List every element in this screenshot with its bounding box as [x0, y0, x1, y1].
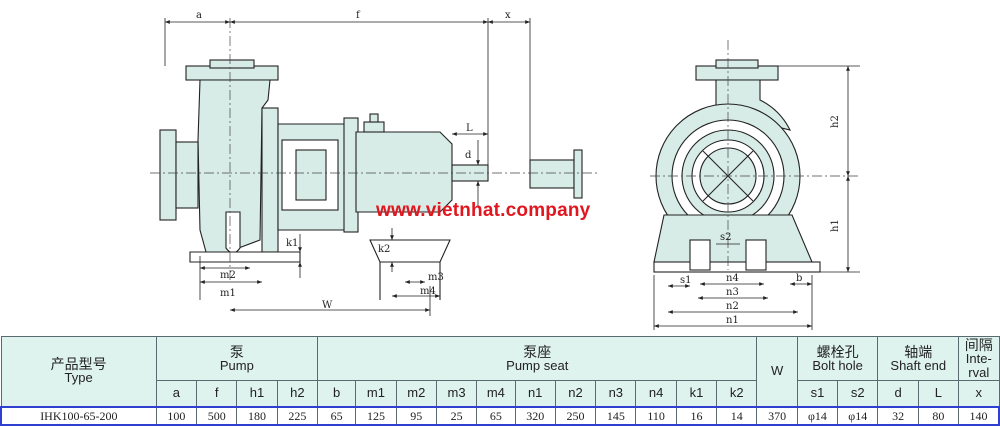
- cell-n4: 110: [635, 405, 677, 426]
- cell-s1: φ14: [796, 405, 839, 426]
- watermark-text: www.vietnhat.company: [376, 200, 591, 221]
- dim-label-x: x: [505, 10, 511, 21]
- cell-f: 500: [196, 405, 238, 426]
- sub-h2: h2: [276, 380, 319, 407]
- cell-n1: 320: [514, 405, 556, 426]
- sub-L: L: [917, 380, 960, 407]
- cell-m3: 25: [435, 405, 478, 426]
- side-dimension-lines: [164, 18, 531, 316]
- front-dimension-lines: [653, 65, 860, 330]
- table-row: IHK100-65-200 100 500 180 225 65 125 95 …: [0, 405, 1000, 426]
- dim-label-k2: k2: [378, 244, 390, 255]
- cell-h1: 180: [236, 405, 278, 426]
- dim-label-a: a: [196, 10, 202, 21]
- dim-label-m1: m1: [220, 288, 236, 299]
- cell-L: 80: [917, 405, 960, 426]
- cell-m1: 125: [355, 405, 397, 426]
- cell-k1: 16: [675, 405, 718, 426]
- sub-b: b: [316, 380, 357, 407]
- sub-x: x: [958, 380, 1000, 407]
- sub-n2: n2: [554, 380, 597, 407]
- cell-k2: 14: [716, 405, 758, 426]
- cell-a: 100: [155, 405, 198, 426]
- dim-label-k1: k1: [286, 238, 298, 249]
- front-view: [653, 59, 821, 273]
- cell-h2: 225: [276, 405, 319, 426]
- side-view: [159, 59, 583, 300]
- sub-k1: k1: [675, 380, 718, 407]
- dim-label-h2: h2: [830, 115, 841, 128]
- sub-m3: m3: [435, 380, 478, 407]
- dim-label-n2: n2: [726, 301, 739, 312]
- sub-n4: n4: [635, 380, 677, 407]
- dim-label-n3: n3: [726, 287, 739, 298]
- dim-label-m4: m4: [420, 286, 436, 297]
- dim-label-n1: n1: [726, 315, 739, 326]
- cell-n2: 250: [554, 405, 597, 426]
- dim-label-w: W: [322, 300, 333, 311]
- dim-label-h1: h1: [830, 219, 841, 232]
- sub-n3: n3: [595, 380, 637, 407]
- cell-type: IHK100-65-200: [0, 405, 157, 426]
- sub-m4: m4: [476, 380, 516, 407]
- dim-label-m2: m2: [220, 270, 236, 281]
- cell-d: 32: [877, 405, 919, 426]
- cell-m2: 95: [395, 405, 437, 426]
- cell-w: 370: [756, 405, 798, 426]
- sub-s2: s2: [837, 380, 879, 407]
- header-w: W: [756, 336, 798, 407]
- cell-x: 140: [958, 405, 1000, 426]
- cell-s2: φ14: [837, 405, 879, 426]
- sub-h1: h1: [236, 380, 278, 407]
- sub-m1: m1: [355, 380, 397, 407]
- dim-label-s2: s2: [720, 232, 732, 243]
- cell-n3: 145: [595, 405, 637, 426]
- cell-m4: 65: [476, 405, 516, 426]
- pump-dimension-drawing: a f x L d k1 k2 m2 m3 m1 m4 W: [150, 10, 860, 330]
- dim-label-f: f: [356, 10, 361, 21]
- sub-f: f: [196, 380, 238, 407]
- dim-label-L: L: [466, 123, 473, 134]
- cell-b: 65: [316, 405, 357, 426]
- dim-label-m3: m3: [428, 272, 444, 283]
- sub-d: d: [877, 380, 919, 407]
- sub-m2: m2: [395, 380, 437, 407]
- sub-k2: k2: [716, 380, 758, 407]
- dim-label-n4: n4: [726, 273, 739, 284]
- dim-label-b: b: [796, 273, 802, 284]
- sub-s1: s1: [796, 380, 839, 407]
- sub-n1: n1: [514, 380, 556, 407]
- dim-label-s1: s1: [680, 275, 692, 286]
- sub-a: a: [155, 380, 198, 407]
- dim-label-d: d: [465, 150, 472, 161]
- header-row-sub: a f h1 h2 b m1 m2 m3 m4 n1 n2 n3 n4 k1 k…: [1, 380, 1000, 407]
